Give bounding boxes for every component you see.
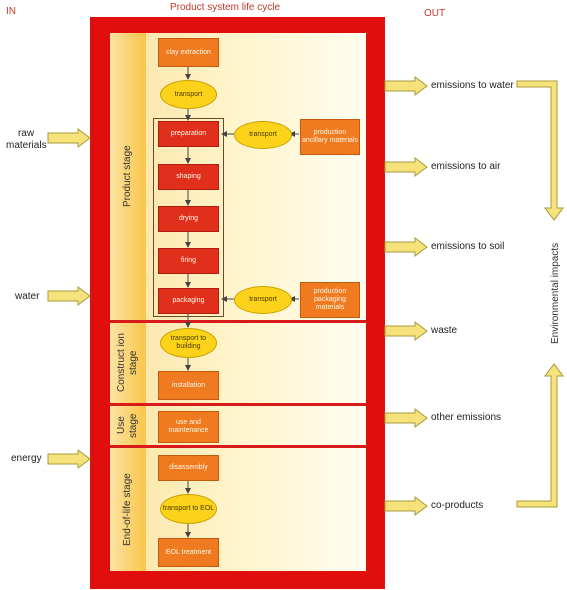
output-arrow-waste [384, 321, 428, 341]
box-use-maintenance: use and maintenance [158, 411, 219, 443]
stage-separator [110, 403, 366, 406]
box-production-ancillary: production ancillary materials [300, 119, 360, 155]
box-eol-treatment: EOL treatment [158, 538, 219, 567]
input-raw-materials: raw materials [6, 128, 47, 151]
input-arrow-energy [47, 449, 91, 469]
output-arrow-co-products [384, 496, 428, 516]
output-arrow-other [384, 408, 428, 428]
box-shaping: shaping [158, 164, 219, 190]
stage-separator [110, 445, 366, 448]
output-other-emissions: other emissions [431, 412, 502, 423]
stage-separator [110, 320, 366, 323]
oval-transport-to-building: transport to building [160, 328, 217, 358]
output-co-products: co-products [431, 500, 484, 511]
box-installation: installation [158, 371, 219, 400]
oval-transport-to-eol: transport to EOL [160, 494, 217, 524]
input-arrow-water [47, 286, 91, 306]
out-header: OUT [424, 8, 446, 19]
output-emissions-air: emissions to air [431, 161, 501, 172]
box-firing: firing [158, 248, 219, 274]
output-emissions-water: emissions to water [431, 80, 514, 91]
input-arrow-raw-materials [47, 128, 91, 148]
construction-stage-panel [110, 323, 366, 403]
output-waste: waste [431, 325, 458, 336]
oval-transport-packaging: transport [234, 286, 292, 314]
box-packaging: packaging [158, 288, 219, 314]
impact-arrow-up [516, 363, 564, 508]
environmental-impacts-label: Environmental impacts [550, 242, 561, 344]
eol-stage-panel [110, 448, 366, 571]
output-arrow-air [384, 157, 428, 177]
output-emissions-soil: emissions to soil [431, 241, 505, 252]
impact-arrow-down [516, 80, 564, 221]
input-water: water [15, 291, 40, 302]
oval-transport-ancillary: transport [234, 121, 292, 149]
box-disassembly: disassembly [158, 455, 219, 481]
in-header: IN [6, 6, 16, 17]
diagram-title: Product system life cycle [170, 2, 281, 13]
oval-transport: transport [160, 80, 217, 109]
output-arrow-soil [384, 237, 428, 257]
box-production-packaging: production packaging materials [300, 282, 360, 318]
use-stage-panel [110, 406, 366, 445]
output-arrow-water [384, 76, 428, 96]
product-stage-panel [110, 33, 366, 320]
input-energy: energy [11, 453, 42, 464]
box-clay-extraction: clay extraction [158, 38, 219, 67]
box-drying: drying [158, 206, 219, 232]
box-preparation: preparation [158, 121, 219, 147]
